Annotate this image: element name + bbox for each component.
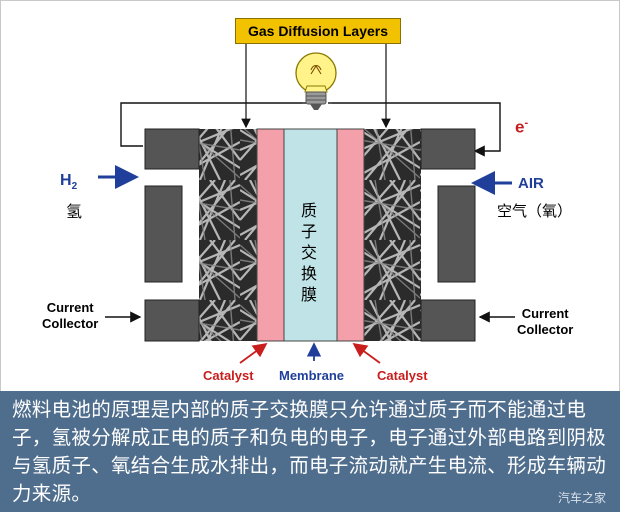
gas-diffusion-layer-right: [363, 129, 421, 341]
catalyst-right-label: Catalyst: [377, 368, 428, 383]
catalyst-left-label: Catalyst: [203, 368, 254, 383]
light-bulb-icon: [295, 52, 337, 110]
h2-label: H2: [60, 173, 77, 192]
hydrogen-zh-label: 氢: [66, 202, 83, 221]
membrane-layer: [283, 128, 338, 342]
electron-label: e-: [515, 118, 528, 136]
gas-diffusion-layers-label: Gas Diffusion Layers: [235, 18, 401, 44]
membrane-label: Membrane: [279, 368, 345, 383]
fuel-cell-diagram: [98, 44, 515, 364]
caption-text: 燃料电池的原理是内部的质子交换膜只允许通过质子而不能通过电子，氢被分解成正电的质…: [12, 398, 607, 505]
current-collector-left-label: Current Collector: [42, 300, 99, 331]
watermark: 汽车之家: [557, 491, 606, 505]
h2-subscript: 2: [71, 181, 78, 193]
gas-diffusion-layer-left: [199, 129, 257, 341]
membrane-zh-label: 质子交换膜: [300, 201, 317, 304]
circuit-wire: [120, 102, 501, 151]
catalyst-layer-left: [256, 128, 285, 342]
catalyst-pointer-left: [239, 342, 268, 364]
current-collector-right: [420, 128, 476, 342]
current-collector-left: [144, 128, 200, 342]
current-collector-right-label: Current Collector: [517, 306, 574, 337]
electron-symbol: e: [515, 117, 525, 137]
air-label: AIR: [518, 175, 544, 192]
h2-symbol: H: [60, 172, 72, 189]
catalyst-pointer-right: [352, 342, 381, 364]
caption-panel: [0, 391, 620, 512]
catalyst-layer-right: [336, 128, 365, 342]
electron-charge: -: [524, 117, 529, 129]
air-zh-label: 空气（氧）: [497, 202, 573, 220]
